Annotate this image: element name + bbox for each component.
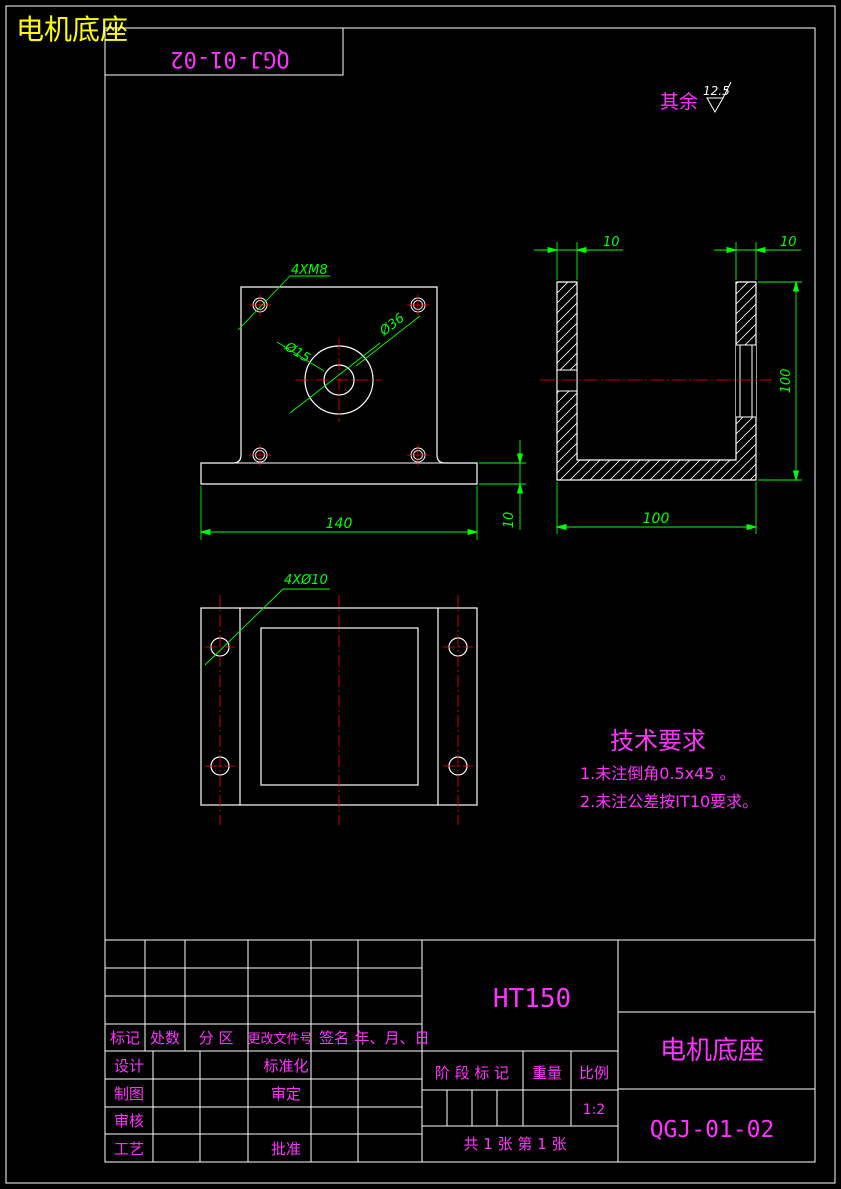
side-view: 10 10 100 100 bbox=[534, 235, 802, 534]
mid-label-authorize: 批准 bbox=[271, 1140, 301, 1158]
header-label-signature: 签名 bbox=[319, 1029, 349, 1047]
sheet-border bbox=[5, 5, 836, 1184]
front-base-dim: 10 bbox=[502, 512, 517, 529]
top-holes-label: 4XØ10 bbox=[284, 573, 328, 588]
part-name-text: 电机底座 bbox=[660, 1036, 764, 1066]
front-inner-dia: Ø15 bbox=[281, 339, 313, 366]
role-label-drafting: 制图 bbox=[114, 1085, 144, 1103]
side-wall-left-dim: 10 bbox=[603, 235, 620, 250]
tech-requirements: 技术要求 1.未注倒角0.5x45 。 2.未注公差按IT10要求。 bbox=[580, 727, 758, 811]
tech-item-2: 2.未注公差按IT10要求。 bbox=[580, 792, 758, 811]
weight-label: 重量 bbox=[532, 1064, 562, 1082]
roughness-prefix: 其余 bbox=[660, 91, 698, 113]
title-block: 标记 处数 分 区 更改文件号 签名 年、月、日 设计 制图 审核 工艺 标准化… bbox=[104, 939, 816, 1163]
front-holes-label: 4XM8 bbox=[291, 263, 328, 278]
role-label-review: 审核 bbox=[114, 1112, 144, 1130]
mirrored-code-text: QGJ-01-02 bbox=[170, 46, 289, 71]
mid-label-approval: 审定 bbox=[271, 1085, 301, 1103]
tech-title: 技术要求 bbox=[610, 727, 706, 755]
corner-title: 电机底座 bbox=[16, 13, 129, 46]
mid-label-standardization: 标准化 bbox=[263, 1057, 308, 1075]
mirrored-code-box: QGJ-01-02 bbox=[104, 27, 344, 76]
scale-label: 比例 bbox=[579, 1064, 609, 1082]
roughness-note: 其余 12.5 bbox=[660, 81, 732, 114]
tech-item-1: 1.未注倒角0.5x45 。 bbox=[580, 764, 736, 783]
header-label-count: 处数 bbox=[150, 1029, 180, 1047]
front-view: 4XM8 Ø15 Ø36 140 10 bbox=[199, 263, 526, 540]
sheet-info: 共 1 张 第 1 张 bbox=[464, 1135, 567, 1153]
stage-label: 阶 段 标 记 bbox=[435, 1064, 509, 1082]
side-height-dim: 100 bbox=[779, 369, 794, 394]
material-text: HT150 bbox=[493, 984, 571, 1014]
drawing-no-text: QGJ-01-02 bbox=[650, 1117, 775, 1143]
roughness-triangle-icon bbox=[706, 81, 732, 114]
top-view: 4XØ10 bbox=[200, 573, 478, 825]
header-label-date: 年、月、日 bbox=[354, 1029, 429, 1047]
header-label-mark: 标记 bbox=[110, 1029, 140, 1047]
role-label-design: 设计 bbox=[114, 1057, 144, 1075]
scale-value: 1:2 bbox=[583, 1102, 606, 1118]
side-width-dim: 100 bbox=[643, 511, 670, 527]
roughness-value: 12.5 bbox=[703, 84, 730, 98]
role-label-process: 工艺 bbox=[114, 1140, 144, 1158]
header-label-zone: 分 区 bbox=[199, 1029, 234, 1047]
front-outer-dia: Ø36 bbox=[376, 311, 407, 340]
side-wall-right-dim: 10 bbox=[780, 235, 797, 250]
front-width-dim: 140 bbox=[326, 516, 353, 532]
header-label-change-doc: 更改文件号 bbox=[247, 1032, 312, 1047]
